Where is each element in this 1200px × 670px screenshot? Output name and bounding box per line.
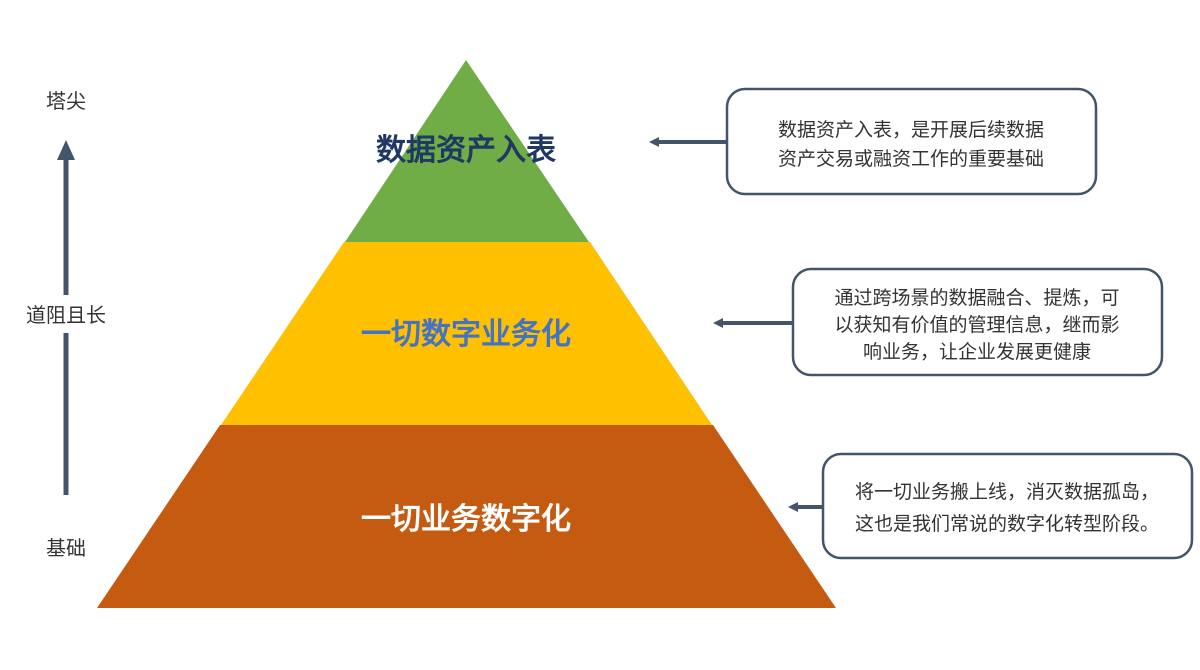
axis-bottom-label: 基础 xyxy=(46,536,86,560)
tier-middle-shape xyxy=(221,242,712,425)
tier-top-shape xyxy=(345,60,589,242)
note-middle-line-1: 通过跨场景的数据融合、提炼，可 xyxy=(834,287,1119,309)
note-bottom-box xyxy=(821,452,1194,560)
note-middle-line-2: 以获知有价值的管理信息，继而影 xyxy=(834,314,1119,336)
progress-axis: 塔尖 道阻且长 基础 xyxy=(26,89,106,560)
note-middle: 通过跨场景的数据融合、提炼，可 以获知有价值的管理信息，继而影 响业务，让企业发… xyxy=(791,267,1164,377)
note-top-box xyxy=(725,87,1098,196)
note-top: 数据资产入表，是开展后续数据 资产交易或融资工作的重要基础 xyxy=(725,87,1098,196)
connectors xyxy=(649,137,822,512)
axis-top-label: 塔尖 xyxy=(46,89,86,113)
note-bottom-line-1: 将一切业务搬上线，消灭数据孤岛， xyxy=(855,481,1159,503)
axis-middle-label: 道阻且长 xyxy=(26,303,106,327)
note-bottom-line-2: 这也是我们常说的数字化转型阶段。 xyxy=(855,513,1159,535)
pyramid: 数据资产入表 一切数字业务化 一切业务数字化 xyxy=(97,60,836,608)
tier-bottom-label: 一切业务数字化 xyxy=(361,502,571,537)
tier-top-label: 数据资产入表 xyxy=(376,133,556,168)
note-top-line-2: 资产交易或融资工作的重要基础 xyxy=(778,148,1044,170)
note-bottom: 将一切业务搬上线，消灭数据孤岛， 这也是我们常说的数字化转型阶段。 xyxy=(821,452,1194,560)
note-middle-box xyxy=(791,267,1164,377)
note-top-line-1: 数据资产入表，是开展后续数据 xyxy=(778,119,1044,141)
note-middle-line-3: 响业务，让企业发展更健康 xyxy=(863,341,1091,363)
tier-middle-label: 一切数字业务化 xyxy=(361,317,571,352)
axis-arrowhead-icon xyxy=(57,140,75,160)
tier-bottom-shape xyxy=(97,425,836,608)
